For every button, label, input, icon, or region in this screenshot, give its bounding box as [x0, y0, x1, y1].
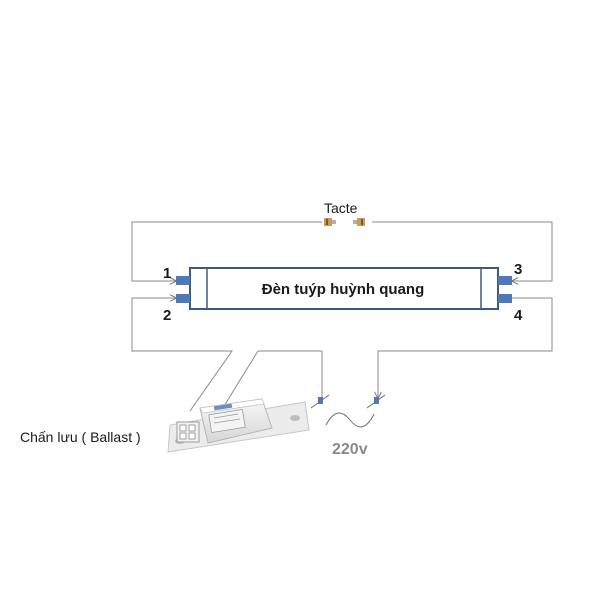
supply-switch-left	[310, 394, 330, 409]
pin-3-number: 3	[514, 261, 522, 278]
pin-1-number: 1	[163, 265, 171, 282]
tube-pin-1	[176, 276, 190, 285]
wire-starter-to-pin3	[372, 221, 553, 281]
wire-pin4-to-supply	[378, 297, 553, 398]
ballast-image	[167, 398, 310, 453]
tube-pin-4	[498, 294, 512, 303]
supply-switch-right	[366, 394, 386, 409]
starter-label: Tacte	[324, 200, 358, 216]
ac-wave-icon	[325, 412, 375, 428]
fluorescent-tube	[189, 267, 499, 310]
tube-pin-2	[176, 294, 190, 303]
pin-4-number: 4	[514, 307, 523, 324]
wire-pin2-to-ballast	[131, 298, 233, 412]
supply-voltage-label: 220v	[332, 441, 368, 458]
tube-pin-3	[498, 276, 512, 285]
pin-2-number: 2	[163, 307, 171, 324]
starter-icon	[324, 218, 365, 226]
tube-label: Đèn tuýp huỳnh quang	[262, 281, 425, 298]
wire-pin1-to-starter	[131, 221, 322, 281]
ballast-label: Chấn lưu ( Ballast )	[20, 429, 141, 445]
